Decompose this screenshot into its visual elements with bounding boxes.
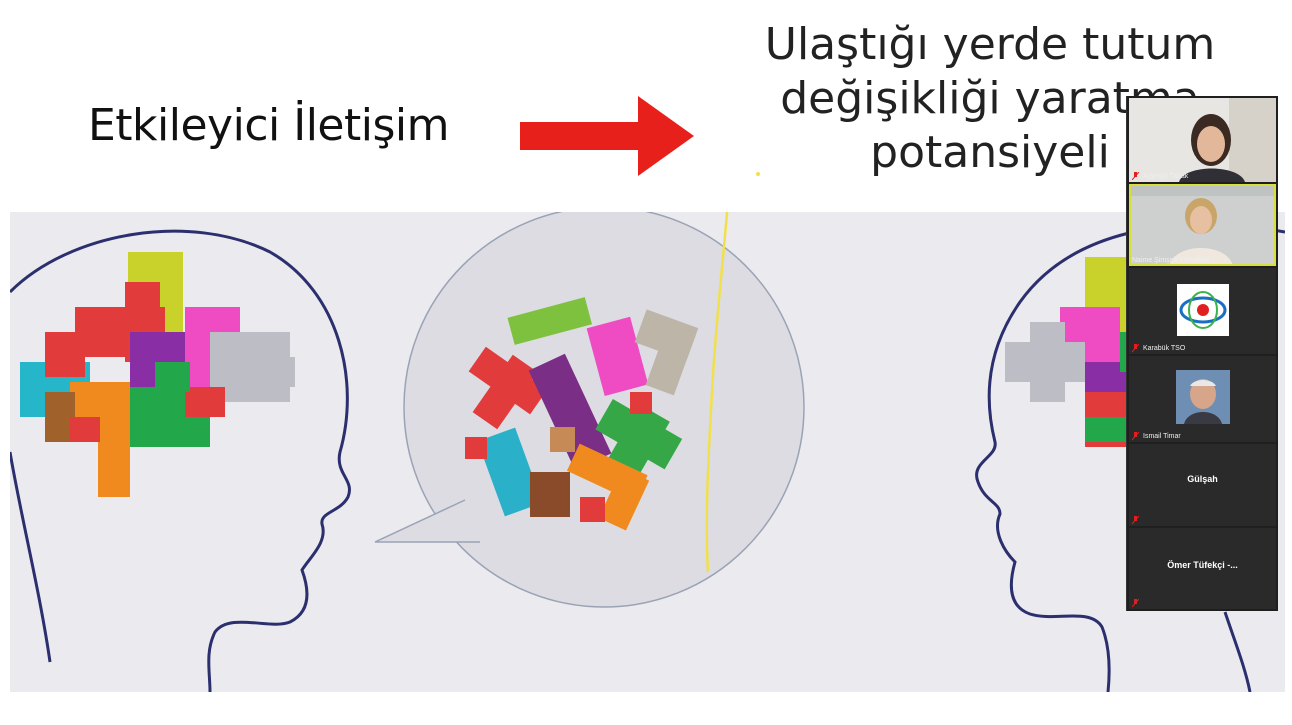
participant-avatar (1176, 370, 1230, 424)
mic-muted-icon (1132, 516, 1139, 524)
participant-name-center: Gülşah (1187, 474, 1218, 484)
participant-video (1129, 184, 1276, 266)
right-head-outline (975, 223, 1285, 692)
participant-tile[interactable]: Ayşegül Tabak (1129, 98, 1276, 182)
tso-logo-icon (1177, 284, 1229, 336)
left-head-outline (10, 229, 351, 692)
scattered-puzzle-pieces (465, 297, 699, 531)
annotation-dot (756, 172, 760, 176)
left-puzzle-brain (20, 252, 295, 497)
participant-video (1129, 98, 1276, 182)
left-head-back (10, 451, 52, 663)
speech-bubble (403, 212, 805, 608)
mic-muted-icon (1132, 172, 1139, 180)
participant-panel[interactable]: Ayşegül Tabak Naime Şimşek Yüksekbil... … (1126, 96, 1278, 611)
participant-name: Karabük TSO (1143, 345, 1186, 352)
right-arrow-icon (520, 96, 694, 176)
participant-name: Naime Şimşek Yüksekbil... (1132, 257, 1215, 264)
mic-muted-icon (1132, 432, 1139, 440)
participant-tile[interactable]: Naime Şimşek Yüksekbil... (1129, 184, 1276, 266)
mic-muted-icon (1132, 344, 1139, 352)
participant-tile[interactable]: Gülşah (1129, 444, 1276, 526)
participant-name: Ayşegül Tabak (1143, 173, 1189, 180)
participant-tile[interactable]: Ismail Timar (1129, 356, 1276, 442)
participant-name: Ismail Timar (1143, 433, 1181, 440)
mic-muted-icon (1132, 599, 1139, 607)
participant-tile[interactable]: Karabük TSO (1129, 268, 1276, 354)
participant-name-center: Ömer Tüfekçi -... (1167, 560, 1238, 570)
slide-left-title: Etkileyici İletişim (88, 100, 449, 151)
communication-illustration (10, 212, 1285, 692)
slide-illustration (10, 212, 1285, 692)
annotation-stroke (705, 212, 729, 573)
slide-right-title: Ulaştığı yerde tutum değişikliği yaratma… (764, 19, 1216, 178)
participant-tile[interactable]: Ömer Tüfekçi -... (1129, 528, 1276, 609)
